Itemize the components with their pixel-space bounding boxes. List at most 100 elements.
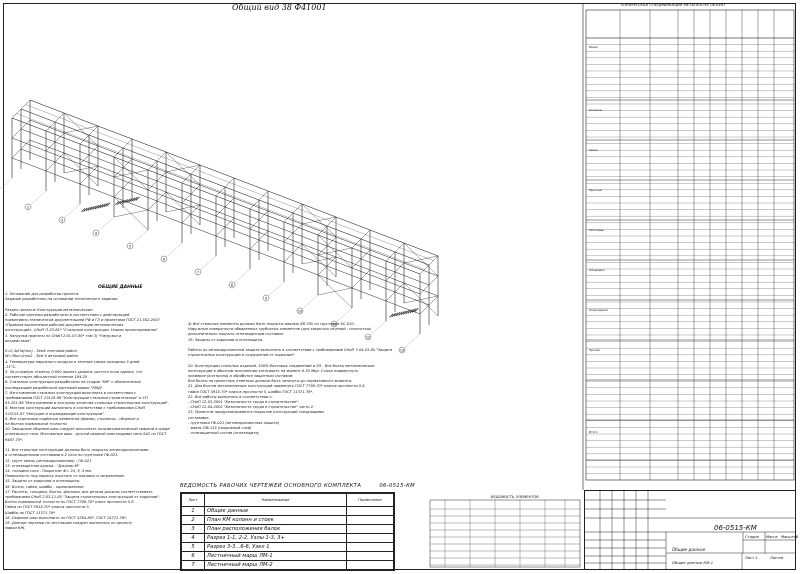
notes-left-line: воздействия": [5, 338, 31, 343]
row-note: [346, 506, 394, 516]
axis-label: 4: [95, 231, 97, 235]
axis-marker: [228, 281, 236, 289]
row-note: [346, 515, 394, 525]
spec-row-label: Итого: [589, 430, 598, 434]
row-name: План КМ колонн и стоек: [204, 515, 347, 525]
notes-left-line: 14. толщина слоя - Покрытие: Ф= 24, 9, 4…: [5, 468, 92, 473]
notes-left-line: Задание разработано на основании техниче…: [5, 297, 119, 302]
notes-right-line: гайки ГОСТ 5915-70* класса прочности 5, …: [188, 389, 314, 394]
notes-left-line: углекислого газа. Монтажные швы - ручной…: [5, 432, 167, 437]
notes-left-line: 9. Все отдельные подбитые элементов (фер…: [5, 416, 139, 421]
row-note: [346, 542, 394, 552]
notes-right-line: Работы по антикоррозионной защите выполн…: [188, 348, 393, 353]
notes-right-line: 19. Защиты от коррозии и огнезащиты.: [188, 337, 264, 342]
notes-left-line: 12. грунт эмаль (антикоррозионная) - ГФ-…: [5, 458, 92, 463]
spec-table: [585, 9, 795, 481]
axis-marker: [92, 229, 100, 237]
notes-left-line: 1. Основание для разработки проекта:: [5, 292, 80, 296]
notes-left-line: 9467-75*.: [5, 437, 23, 442]
isometric-frame: [11, 99, 439, 334]
stamp-sheets-label: Листов: [770, 556, 784, 560]
axis-label: 11: [332, 322, 336, 326]
axis-label: 9: [265, 296, 267, 300]
notes-left-line: и огнезащитными составами в 2 слоя по гр…: [5, 453, 119, 458]
notes-right-line: 21. Для болтов металлических конструкций…: [188, 384, 366, 389]
notes-right: 4) Все стальные элементы должны быть пок…: [188, 322, 392, 436]
axis-marker: [398, 346, 406, 354]
axis-marker: [24, 203, 32, 211]
col-list: Лист: [181, 493, 205, 507]
notes-right-line: - грунтовка ГФ-021 (антикоррозионная защ…: [188, 420, 280, 425]
notes-left-line: 53-101-98 "Изготовление и контроль качес…: [5, 401, 170, 406]
row-name: Лестничный марш ЛМ-2: [204, 560, 347, 570]
spec-row-label: Площадки: [589, 268, 605, 272]
notes-left-line: 11. Все стальные конструкции должны быть…: [5, 448, 149, 453]
spec-row-label: Прогоны: [589, 188, 602, 192]
notes-left-line: Поверхность под окраску очистить от окал…: [5, 474, 125, 479]
notes-right-line: строительных конструкций и сооружений от…: [188, 353, 296, 358]
elements-table: [429, 499, 581, 568]
vedomost-title-text: ВЕДОМОСТЬ РАБОЧИХ ЧЕРТЕЖЕЙ ОСНОВНОГО КОМ…: [180, 483, 362, 489]
stamp-sheet-label: Лист 1: [745, 556, 758, 560]
axis-label: 13: [400, 348, 404, 352]
axis-marker: [262, 294, 270, 302]
row-note: [346, 560, 394, 570]
notes-left: 1. Основание для разработки проекта:Зада…: [5, 292, 170, 531]
axis-label: 5: [129, 244, 131, 248]
axis-label: 12: [366, 335, 370, 339]
axis-label: 6: [163, 257, 165, 261]
notes-left-line: 15. Защиты от коррозии и огнезащиты.: [5, 479, 81, 484]
notes-right-line: - СНиП 12-03-2001 "Безопасность труда в …: [188, 400, 300, 405]
notes-left-line: 6. Стальные конструкции разработаны на с…: [5, 380, 141, 385]
row-name: Разрез 1-1, 2-2, Узлы 1-3, 3+: [204, 533, 347, 543]
notes-left-line: Гайки по ГОСТ 5915-70* класса прочности …: [5, 505, 90, 510]
vedomost-title: ВЕДОМОСТЬ РАБОЧИХ ЧЕРТЕЖЕЙ ОСНОВНОГО КОМ…: [180, 483, 415, 489]
stamp-col-scale: Масштаб: [781, 535, 799, 539]
axis-marker: [296, 307, 304, 315]
notes-left-line: «Правила выполнения рабочей документации…: [5, 323, 124, 328]
axis-label: 8: [231, 283, 233, 287]
notes-right-line: дополнительно покрыть огнезащитным соста…: [188, 332, 285, 337]
axis-marker: [194, 268, 202, 276]
notes-left-line: 7. Изготовление стальных конструкций вып…: [5, 390, 136, 395]
notes-right-line: - СНиП 12-04-2002 "Безопасность труда в …: [188, 405, 315, 410]
row-note: [346, 524, 394, 534]
notes-left-line: на болтах нормальной точности.: [5, 422, 68, 427]
notes-left-line: нормативно-технической документацией РФ …: [5, 318, 160, 323]
axis-marker: [160, 255, 168, 263]
notes-left-line: W=38кгс/пол2 - Зем V ветровой район: [5, 354, 79, 359]
row-number: 5: [181, 542, 205, 552]
title-block: [584, 490, 796, 570]
notes-left-line: 10. Заводские сборные швы следует выполн…: [5, 427, 170, 432]
row-name: Разрез 3-3...6-6, Узел 1: [204, 542, 347, 552]
col-note: Примечание: [346, 493, 394, 507]
elements-title: ВЕДОМОСТЬ ЭЛЕМЕНТОВ: [491, 495, 539, 499]
stamp-lines: [584, 490, 796, 570]
spec-row-label: Связи: [589, 148, 598, 152]
spec-row-label: Лестницы: [589, 228, 604, 232]
row-number: 4: [181, 533, 205, 543]
page-title: Общий вид 38 Ф41001: [232, 3, 327, 12]
notes-left-line: 13. огнезащитная краска - "Джокер-М": [5, 463, 80, 468]
notes-right-line: - огнезащитный состав (огнезащита): [188, 431, 259, 436]
axis-marker: [364, 333, 372, 341]
notes-left-line: -31°С.: [5, 364, 17, 369]
row-number: 6: [181, 551, 205, 561]
row-note: [346, 551, 394, 561]
vedomost-code: 06-0515-КМ: [379, 483, 416, 489]
notes-left-line: конструкций», СНиП П-23-81* "Стальные ко…: [5, 328, 158, 333]
notes-left-line: 3.03.01-87 "Несущие и ограждающие констр…: [5, 411, 105, 416]
notes-right-line: 20. Конструкции стальных изделий, 100% б…: [188, 363, 375, 368]
stamp-col-stage: Стадия: [745, 535, 759, 539]
notes-left-line: 4. Температура наружного воздуха в течен…: [5, 359, 140, 364]
notes-left-line: требованиям СНиП 2.03.11-85 "Защита стро…: [5, 494, 161, 499]
row-name: Общие данные: [204, 506, 347, 516]
notes-left-line: Шайбы по ГОСТ 11371-78*: [5, 510, 56, 515]
notes-left-line: требованиями ГОСТ 23118-99 "Конструкции …: [5, 396, 148, 401]
